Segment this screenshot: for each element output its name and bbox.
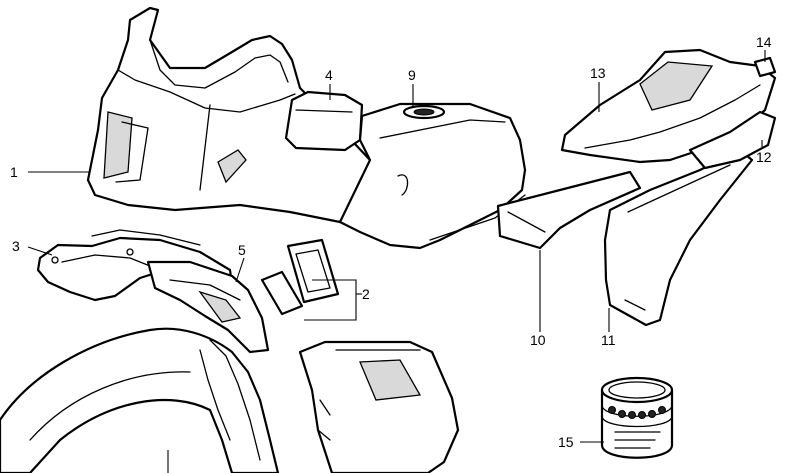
callout-1: 1 bbox=[10, 164, 18, 180]
lower-panel-part bbox=[298, 340, 460, 473]
side-panel-part bbox=[146, 260, 270, 354]
tail-top-part bbox=[560, 48, 777, 164]
callout-14: 14 bbox=[756, 34, 772, 50]
callout-5: 5 bbox=[238, 242, 246, 258]
windscreen-part bbox=[284, 90, 364, 152]
callout-9: 9 bbox=[408, 67, 416, 83]
callout-2: 2 bbox=[362, 286, 370, 302]
callout-11: 11 bbox=[601, 332, 616, 348]
callout-13: 13 bbox=[590, 65, 606, 81]
leader-lines bbox=[27, 50, 766, 473]
inner-bracket-part bbox=[36, 229, 234, 302]
callout-12: 12 bbox=[756, 149, 772, 165]
callout-labels: 1 2 3 4 5 9 10 11 12 13 14 15 bbox=[10, 34, 772, 450]
callout-4: 4 bbox=[325, 67, 333, 83]
callout-15: 15 bbox=[558, 434, 574, 450]
callout-10: 10 bbox=[530, 332, 546, 348]
paint-tin-part bbox=[600, 376, 674, 459]
tail-section-part bbox=[688, 110, 777, 170]
fuel-tank-part bbox=[338, 102, 527, 250]
intake-duct-part bbox=[496, 170, 642, 250]
callout-3: 3 bbox=[12, 238, 20, 254]
front-mudguard-part bbox=[0, 327, 280, 473]
vent-insert-part bbox=[260, 238, 340, 316]
